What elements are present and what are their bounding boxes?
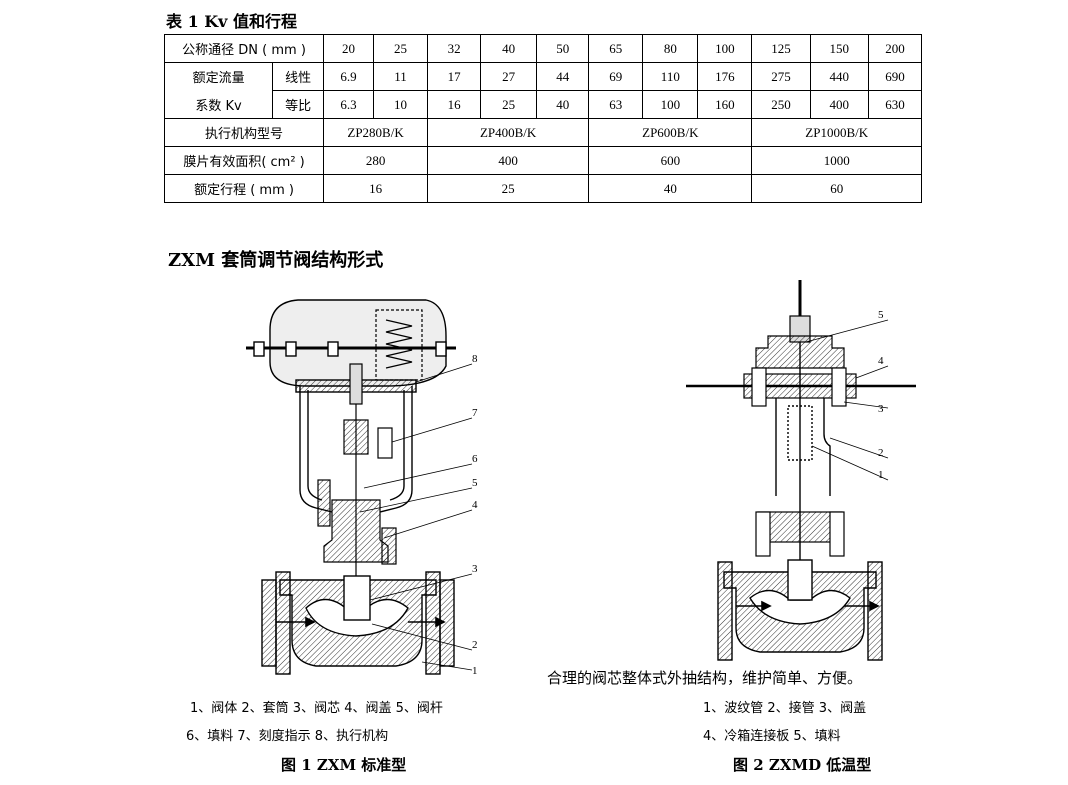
callout-number: 5: [472, 477, 478, 489]
table-cell: 25: [480, 90, 538, 119]
table-cell: 40: [536, 90, 590, 119]
figure2-legend-line1: 1、波纹管 2、接管 3、阀盖: [703, 701, 867, 716]
table-cell: 63: [588, 90, 644, 119]
table-cell: 600: [588, 146, 753, 175]
bonnet: [317, 479, 397, 565]
callout-numbers: 5 4 3 2 1: [878, 309, 884, 481]
table-cell: 10: [372, 90, 429, 119]
callout-number: 3: [878, 403, 884, 415]
flow-arrows: [736, 600, 880, 612]
table-cell: 160: [697, 90, 753, 119]
callout-leaders: [805, 319, 889, 481]
callout-number: 6: [472, 453, 478, 465]
figure1-caption: 图 1 ZXM 标准型: [281, 756, 407, 774]
table-cell: 110: [642, 62, 699, 91]
stroke-label: 额定行程 ( mm ): [163, 174, 325, 203]
actuator-label: 执行机构型号: [163, 118, 325, 147]
dn-label: 公称通径 DN ( mm ): [163, 34, 325, 63]
table-cell: 27: [480, 62, 538, 91]
figure1-drawing: 8 7 6 5 4 3 2 1: [246, 299, 478, 677]
figure1-legend-line1: 1、阀体 2、套筒 3、阀芯 4、阀盖 5、阀杆: [190, 701, 443, 716]
equal-row: 系数 Kv 等比 6.3 10 16 25 40 63 100 160 250 …: [163, 90, 923, 119]
callout-number: 4: [472, 499, 478, 511]
callout-number: 3: [472, 563, 478, 575]
table-cell: 16: [323, 174, 429, 203]
table-cell: 80: [642, 34, 699, 63]
figure2-caption: 图 2 ZXMD 低温型: [733, 756, 872, 774]
callout-numbers: 8 7 6 5 4 3 2 1: [472, 353, 478, 677]
table-cell: 400: [427, 146, 590, 175]
equal-label: 等比: [272, 90, 325, 119]
area-row: 膜片有效面积( cm² ) 280 400 600 1000: [163, 146, 922, 175]
table-cell: 440: [809, 62, 869, 91]
table-cell: 25: [427, 174, 590, 203]
section-title: ZXM 套筒调节阀结构形式: [168, 250, 384, 271]
figure1-legend-line2: 6、填料 7、刻度指示 8、执行机构: [186, 729, 389, 744]
callout-number: 7: [472, 407, 478, 419]
kv-table: 公称通径 DN ( mm ) 20 25 32 40 50 65 80 100 …: [163, 34, 923, 203]
callout-number: 4: [878, 355, 884, 367]
figure2-description: 合理的阀芯整体式外抽结构，维护简单、方便。: [547, 669, 863, 687]
flow-label-2: 系数 Kv: [163, 90, 274, 119]
bonnet-flange: [755, 511, 845, 557]
figure2-drawing: 5 4 3 2 1: [686, 280, 916, 661]
table-cell: 1000: [751, 146, 922, 175]
valve-body: [261, 571, 455, 675]
actuator-spring: [375, 309, 423, 381]
table-cell: 6.9: [323, 62, 374, 91]
cold-box-plate: [686, 367, 916, 407]
table-cell: 40: [480, 34, 538, 63]
table-cell: 60: [751, 174, 922, 203]
dn-row: 公称通径 DN ( mm ) 20 25 32 40 50 65 80 100 …: [163, 34, 923, 63]
table-cell: 16: [427, 90, 482, 119]
table-cell: 32: [427, 34, 482, 63]
valve-body: [717, 559, 883, 661]
table-cell: 250: [751, 90, 811, 119]
table-cell: ZP600B/K: [588, 118, 753, 147]
callout-number: 2: [878, 447, 884, 459]
flow-arrows: [276, 616, 446, 628]
linear-row: 额定流量 线性 6.9 11 17 27 44 69 110 176 275 4…: [163, 62, 923, 91]
actuator-row: 执行机构型号 ZP280B/K ZP400B/K ZP600B/K ZP1000…: [163, 118, 922, 147]
figure2-legend-line2: 4、冷箱连接板 5、填料: [703, 729, 841, 744]
table-cell: 65: [588, 34, 644, 63]
callout-number: 1: [878, 469, 884, 481]
area-label: 膜片有效面积( cm² ): [163, 146, 325, 175]
table-cell: ZP280B/K: [323, 118, 429, 147]
table-cell: 690: [867, 62, 923, 91]
table-cell: 630: [867, 90, 923, 119]
valve-stem: [343, 363, 393, 620]
table-cell: 200: [867, 34, 923, 63]
table-cell: 100: [642, 90, 699, 119]
callout-number: 1: [472, 665, 478, 677]
table-cell: ZP1000B/K: [751, 118, 922, 147]
table-cell: 400: [809, 90, 869, 119]
table-cell: 125: [751, 34, 811, 63]
stroke-row: 额定行程 ( mm ) 16 25 40 60: [163, 174, 922, 203]
table-cell: 6.3: [323, 90, 374, 119]
table-title: 表 1 Kv 值和行程: [166, 12, 298, 31]
callout-number: 8: [472, 353, 478, 365]
table-cell: ZP400B/K: [427, 118, 590, 147]
callout-leaders: [359, 363, 473, 671]
table-cell: 275: [751, 62, 811, 91]
table-cell: 25: [372, 34, 429, 63]
table-cell: 20: [323, 34, 374, 63]
table-cell: 17: [427, 62, 482, 91]
table-cell: 100: [697, 34, 753, 63]
table-cell: 150: [809, 34, 869, 63]
callout-number: 5: [878, 309, 884, 321]
table-cell: 44: [536, 62, 590, 91]
callout-number: 2: [472, 639, 478, 651]
flow-label-1: 额定流量: [163, 62, 274, 91]
table-cell: 69: [588, 62, 644, 91]
table-cell: 280: [323, 146, 429, 175]
stem-top: [789, 280, 811, 343]
table-cell: 40: [588, 174, 753, 203]
table-cell: 176: [697, 62, 753, 91]
table-cell: 50: [536, 34, 590, 63]
table-cell: 11: [372, 62, 429, 91]
linear-label: 线性: [272, 62, 325, 91]
